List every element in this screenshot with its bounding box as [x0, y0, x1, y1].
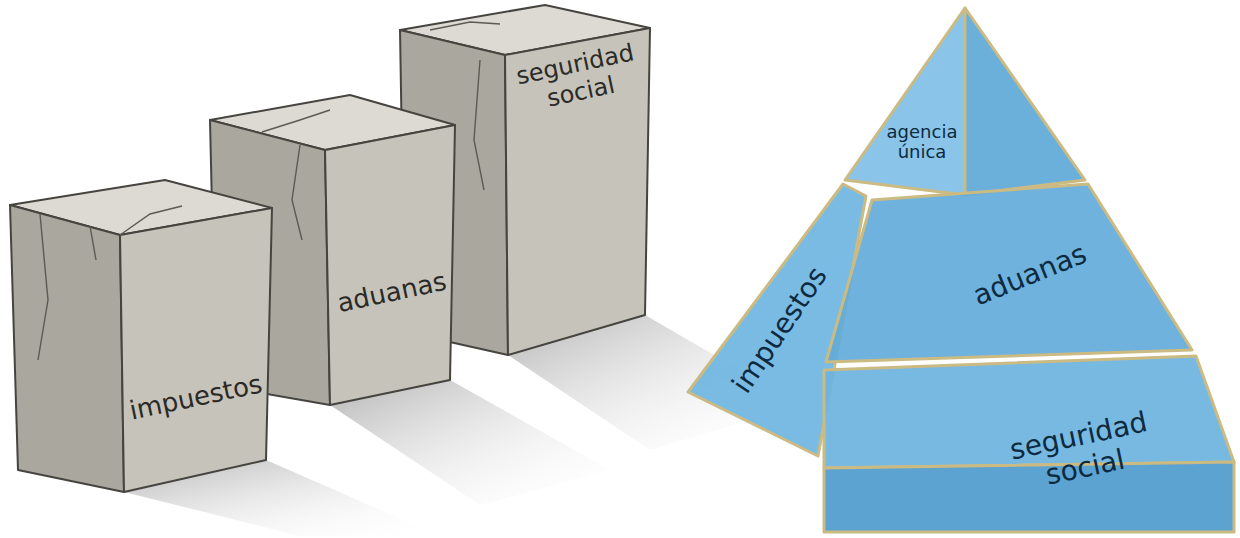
stone-crack	[262, 110, 330, 132]
block-face	[120, 208, 272, 492]
stone-crack	[90, 226, 96, 260]
block-face	[10, 205, 124, 492]
stone-block: impuestos	[7, 177, 275, 495]
block-face	[400, 30, 508, 355]
stone-crack	[430, 22, 500, 30]
block-label: agencia única	[879, 122, 965, 163]
stone-crack	[120, 206, 182, 235]
stone-crack	[474, 60, 484, 190]
glass-facet	[826, 184, 1192, 362]
pyramid-segment: seguridad social	[821, 353, 1237, 535]
pyramid-segment: aduanas	[823, 181, 1195, 365]
glass-facet	[824, 462, 1234, 532]
stone-crack	[38, 214, 48, 360]
stone-crack	[292, 145, 302, 240]
glass-facet	[965, 8, 1085, 195]
block-face	[210, 120, 330, 405]
pyramid-segment: agencia única	[842, 5, 1088, 198]
block-shape	[7, 177, 275, 495]
block-face	[325, 125, 455, 405]
block-shadow	[330, 380, 610, 505]
glass-shape	[842, 5, 1088, 198]
glass-facet	[845, 8, 965, 195]
